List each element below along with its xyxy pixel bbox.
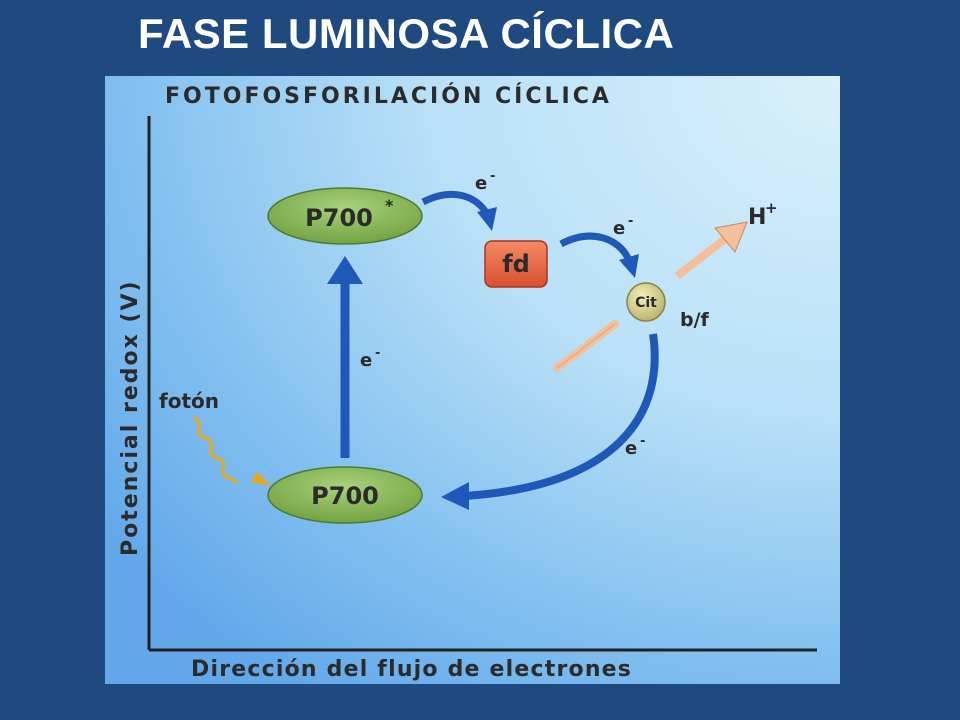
p700-excited-superscript: *	[385, 196, 394, 215]
electron-arrow-to-cit	[559, 232, 639, 278]
electron-sup-1: -	[490, 169, 495, 184]
diagram-background	[105, 76, 840, 684]
diagram-panel: FOTOFOSFORILACIÓN CÍCLICA Dirección del …	[105, 76, 840, 684]
proton-sup: +	[765, 199, 778, 217]
electron-label-3: e	[625, 438, 637, 459]
electron-sup-vertical: -	[375, 346, 380, 361]
cytochrome-label: Cit	[635, 295, 657, 311]
p700-ground-label: P700	[311, 482, 379, 510]
electron-label-vertical: e	[360, 350, 372, 371]
cytochrome-node: Cit b/f	[626, 282, 710, 331]
photon-label: fotón	[159, 389, 219, 413]
p700-excited-label: P700	[305, 204, 373, 232]
electron-return-arrow	[441, 333, 659, 510]
x-axis-label: Dirección del flujo de electrones	[191, 657, 632, 682]
electron-label-1: e	[475, 173, 487, 194]
cyclic-photophosphorylation-diagram: FOTOFOSFORILACIÓN CÍCLICA Dirección del …	[105, 76, 840, 684]
excitation-arrow	[327, 256, 363, 458]
slide-title: FASE LUMINOSA CÍCLICA	[138, 10, 675, 57]
proton-label: H	[748, 205, 766, 230]
electron-label-2: e	[613, 218, 625, 239]
diagram-title: FOTOFOSFORILACIÓN CÍCLICA	[165, 83, 612, 109]
y-axis-label: Potencial redox (V)	[118, 279, 143, 556]
ferredoxin-label: fd	[502, 250, 530, 278]
electron-sup-2: -	[628, 214, 633, 229]
proton-arrow	[553, 221, 748, 372]
electron-arrow-to-fd	[421, 190, 497, 231]
ferredoxin-node: fd	[484, 240, 548, 288]
electron-sup-3: -	[640, 434, 645, 449]
p700-ground-node: P700	[267, 466, 423, 524]
cytochrome-suffix-label: b/f	[680, 309, 710, 331]
p700-excited-node: P700 *	[267, 187, 423, 245]
photon-wave-icon	[192, 416, 271, 486]
